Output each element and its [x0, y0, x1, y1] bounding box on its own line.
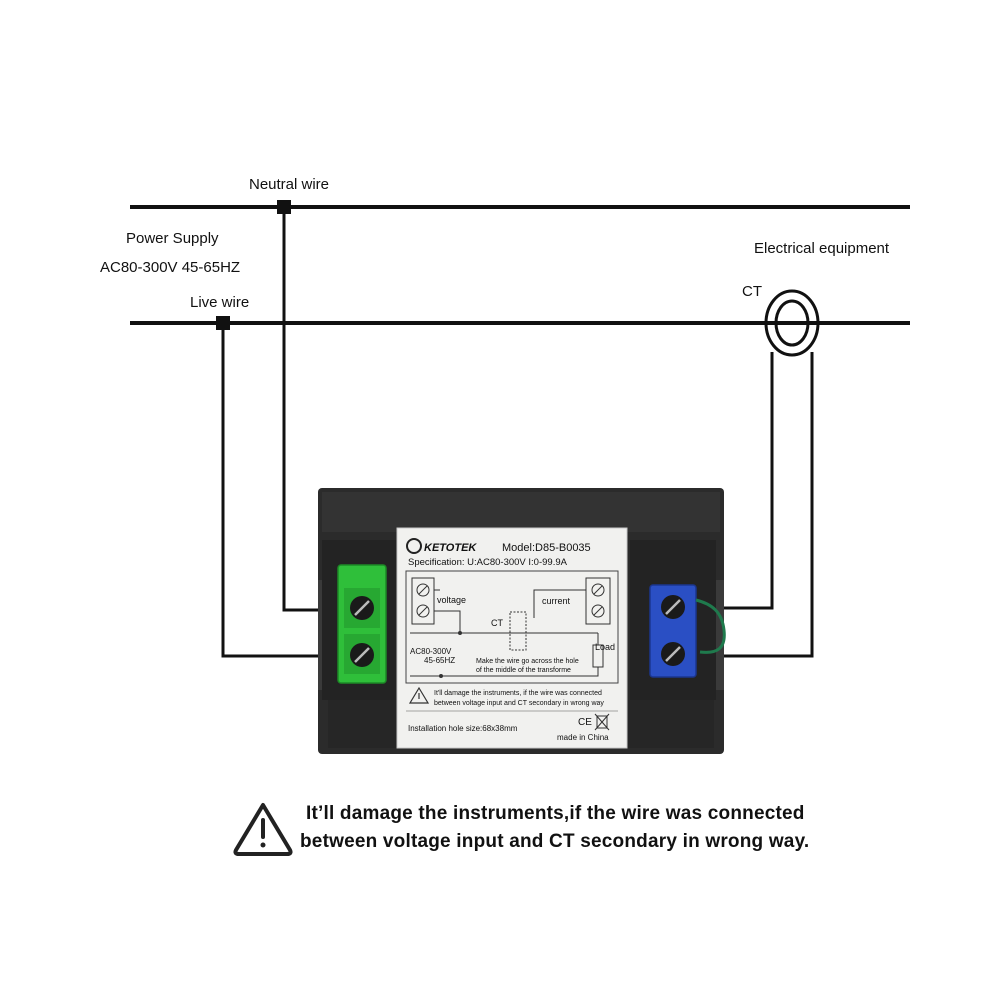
power-spec-label: AC80-300V 45-65HZ: [100, 259, 240, 276]
schematic-ac-range: AC80-300V: [410, 647, 452, 656]
schematic-ct-icon: [509, 611, 527, 651]
schematic-voltage-label: voltage: [437, 595, 466, 605]
schematic-box: [405, 570, 619, 684]
damage-note-1: It'll damage the instruments, if the wir…: [434, 690, 602, 697]
model-text: Model:D85-B0035: [502, 542, 591, 554]
warning-line-2: between voltage input and CT secondary i…: [300, 831, 810, 852]
made-in-text: made in China: [557, 733, 609, 742]
neutral-wire-label: Neutral wire: [249, 176, 329, 193]
live-junction: [216, 316, 230, 330]
wire-note-1: Make the wire go across the hole: [476, 658, 579, 665]
power-supply-label: Power Supply: [126, 230, 219, 247]
meter-label: KETOTEK Model:D85-B0035 Specification: U…: [396, 527, 628, 749]
ce-mark: CE: [578, 717, 592, 728]
schematic-ct-label: CT: [491, 618, 503, 628]
current-terminal-block: [649, 584, 726, 678]
schematic-current-label: current: [542, 596, 571, 606]
ketotek-logo-icon: [406, 538, 422, 554]
warning-message: It’ll damage the instruments,if the wire…: [300, 800, 860, 856]
schematic-ac-freq: 45-65HZ: [424, 656, 455, 665]
install-hole-text: Installation hole size:68x38mm: [408, 724, 518, 733]
damage-note-2: between voltage input and CT secondary i…: [434, 700, 604, 707]
live-wire-label: Live wire: [190, 294, 249, 311]
brand-text: KETOTEK: [424, 542, 477, 554]
live-wire-drop: [221, 330, 362, 658]
ct-ring-inner: [774, 299, 810, 347]
voltage-terminal-block: [337, 564, 387, 684]
spec-text: Specification: U:AC80-300V I:0-99.9A: [408, 557, 568, 568]
warning-line-1: It’ll damage the instruments,if the wire…: [306, 803, 805, 824]
weee-bin-icon: [594, 713, 610, 731]
schematic-load-label: Load: [595, 642, 615, 652]
ct-ring-outer: [764, 289, 820, 357]
warning-triangle-icon: [233, 803, 293, 856]
electrical-equipment-label: Electrical equipment: [754, 240, 890, 257]
label-warning-icon: [408, 686, 430, 704]
ct-label: CT: [742, 283, 762, 300]
neutral-junction: [277, 200, 291, 214]
ct-green-lead: [695, 598, 726, 654]
wire-note-2: of the middle of the transforme: [476, 667, 571, 674]
